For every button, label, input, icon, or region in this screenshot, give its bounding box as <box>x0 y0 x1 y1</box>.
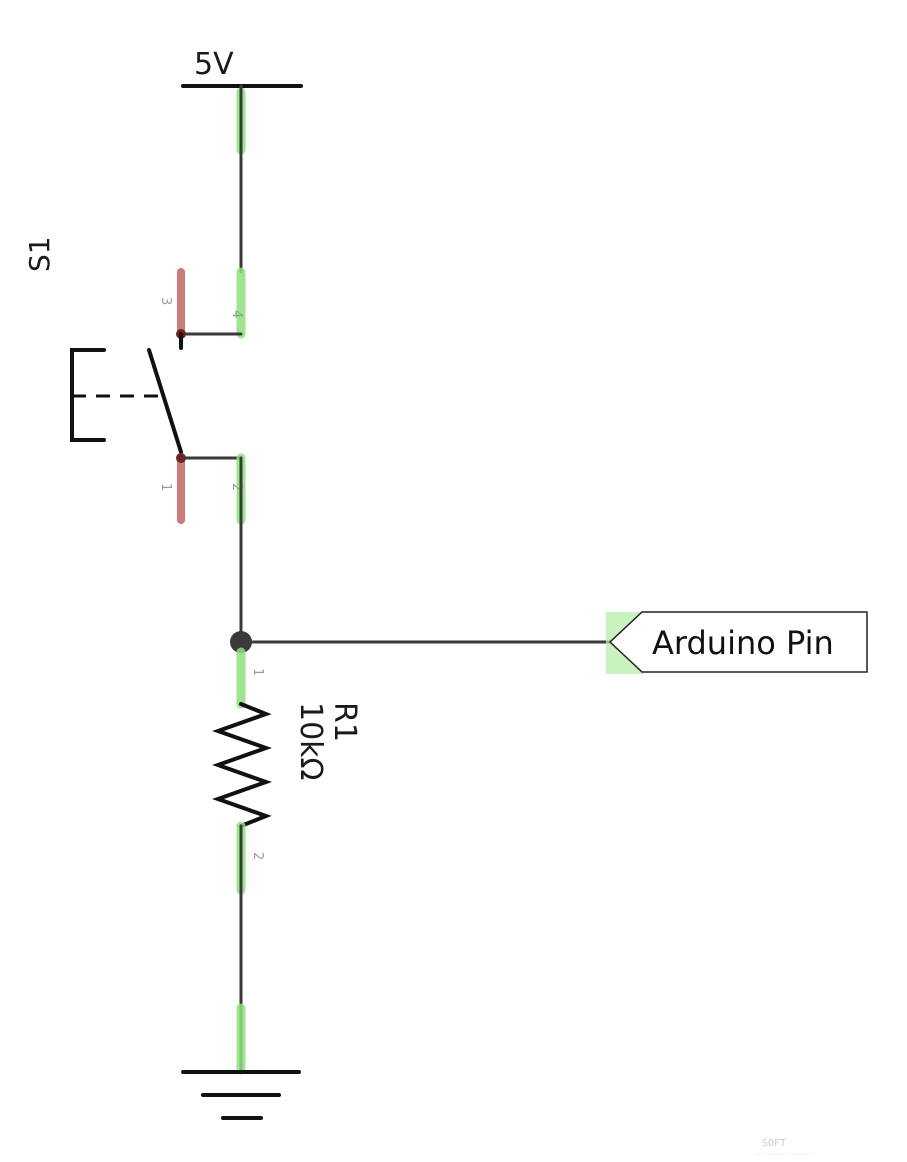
power-symbol-5v[interactable]: 5V <box>181 47 303 88</box>
resistor-r1[interactable]: 1 2 R1 10kΩ <box>212 647 362 895</box>
switch-s1[interactable]: S1 4 3 1 2 <box>23 236 246 525</box>
switch-pin2-number: 2 <box>229 483 244 491</box>
net-label-arduino-pin[interactable]: Arduino Pin <box>606 611 868 674</box>
switch-pin1-number: 1 <box>158 483 173 491</box>
power-label: 5V <box>194 47 234 82</box>
switch-label: S1 <box>23 236 56 272</box>
resistor-zigzag <box>212 702 272 828</box>
resistor-label: R1 <box>327 702 362 742</box>
watermark-text: SOFT <box>762 1138 786 1149</box>
resistor-pin2-number: 2 <box>250 852 265 860</box>
resistor-value: 10kΩ <box>293 702 328 780</box>
net-label-text: Arduino Pin <box>652 624 834 662</box>
resistor-pin1-number: 1 <box>250 668 265 676</box>
switch-blade <box>147 348 183 454</box>
switch-pin3-number: 3 <box>158 297 173 305</box>
switch-pin4-number: 4 <box>229 310 244 318</box>
net-label-box <box>608 611 868 673</box>
ground-symbol[interactable] <box>181 1070 301 1120</box>
